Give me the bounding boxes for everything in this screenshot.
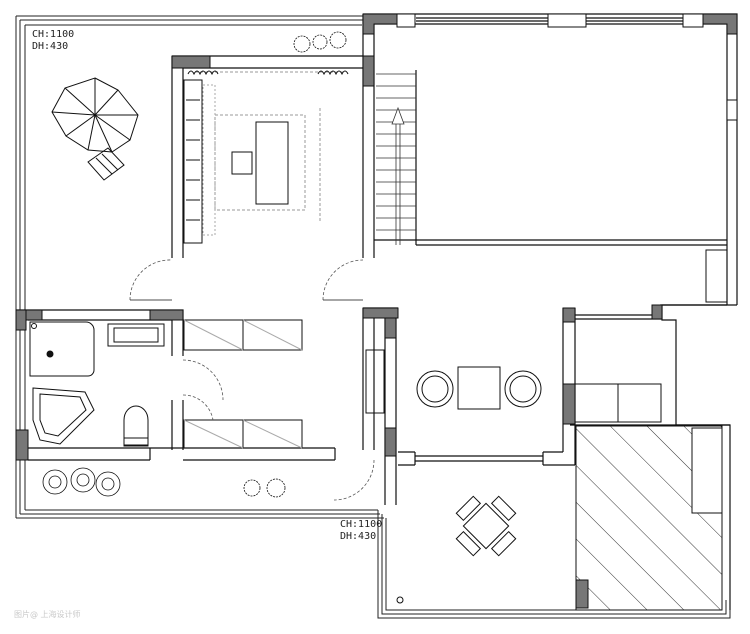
floor-drain	[32, 324, 37, 329]
annotation-ch-bottom: CH:1100	[340, 519, 383, 530]
wall-columns	[16, 14, 737, 460]
annotation-dh-bottom: DH:430	[340, 531, 377, 542]
bathroom-fixtures	[30, 322, 164, 446]
curtain	[188, 71, 348, 74]
parasol	[52, 78, 138, 180]
staircase	[376, 74, 416, 245]
doors	[130, 260, 374, 500]
hatched-room-cabinet	[692, 428, 722, 513]
plants	[43, 32, 346, 497]
watermark: 图片@ 上海设计师	[14, 610, 81, 619]
bedroom-furniture	[184, 72, 345, 243]
annotation-dh-top-left: DH:430	[32, 41, 69, 52]
dining-table-upper	[417, 367, 541, 409]
dining-table-lower	[444, 484, 529, 569]
annotation-ch-top-left: CH:1100	[32, 29, 75, 40]
hatched-room-column	[576, 580, 588, 608]
floor-drain	[397, 597, 403, 603]
